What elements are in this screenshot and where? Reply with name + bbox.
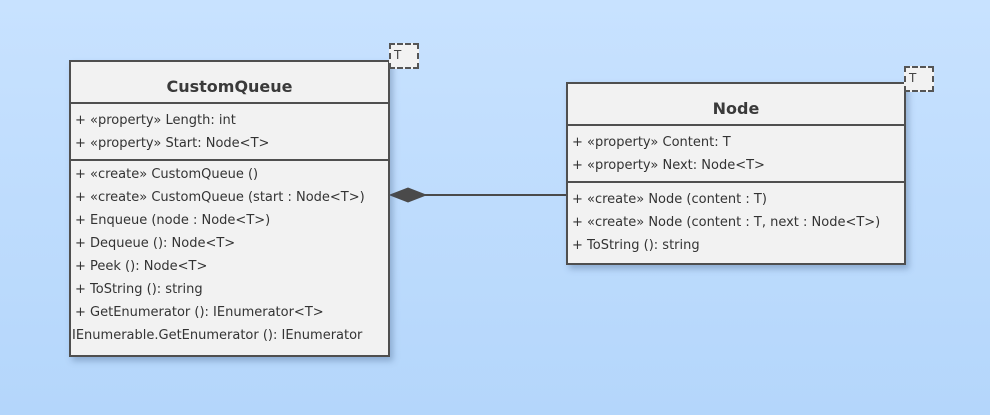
class-node[interactable]: Node + «property» Content: T + «property… [566, 82, 906, 265]
node-operations: + «create» Node (content : T) + «create»… [568, 183, 904, 261]
operation-row[interactable]: + «create» Node (content : T, next : Nod… [572, 215, 881, 230]
operation-row[interactable]: IEnumerable.GetEnumerator (): IEnumerato… [72, 328, 363, 343]
custom-queue-properties: + «property» Length: int + «property» St… [71, 104, 388, 161]
type-parameter-box[interactable]: T [904, 66, 934, 92]
property-row[interactable]: + «property» Content: T [572, 135, 731, 150]
operation-row[interactable]: + ToString (): string [572, 238, 700, 253]
operation-row[interactable]: + «create» CustomQueue () [75, 167, 259, 182]
type-parameter-box[interactable]: T [389, 43, 419, 69]
class-custom-queue[interactable]: CustomQueue + «property» Length: int + «… [69, 60, 390, 357]
class-name-custom-queue: CustomQueue [71, 62, 388, 104]
operation-row[interactable]: + Enqueue (node : Node<T>) [75, 213, 271, 228]
property-row[interactable]: + «property» Next: Node<T> [572, 158, 765, 173]
custom-queue-operations: + «create» CustomQueue () + «create» Cus… [71, 161, 388, 351]
operation-row[interactable]: + «create» CustomQueue (start : Node<T>) [75, 190, 365, 205]
operation-row[interactable]: + «create» Node (content : T) [572, 192, 767, 207]
property-row[interactable]: + «property» Start: Node<T> [75, 136, 270, 151]
operation-row[interactable]: + Dequeue (): Node<T> [75, 236, 236, 251]
composition-diamond [388, 187, 428, 203]
operation-row[interactable]: + GetEnumerator (): IEnumerator<T> [75, 305, 324, 320]
node-properties: + «property» Content: T + «property» Nex… [568, 126, 904, 183]
class-name-node: Node [568, 84, 904, 126]
property-row[interactable]: + «property» Length: int [75, 113, 236, 128]
operation-row[interactable]: + ToString (): string [75, 282, 203, 297]
operation-row[interactable]: + Peek (): Node<T> [75, 259, 208, 274]
